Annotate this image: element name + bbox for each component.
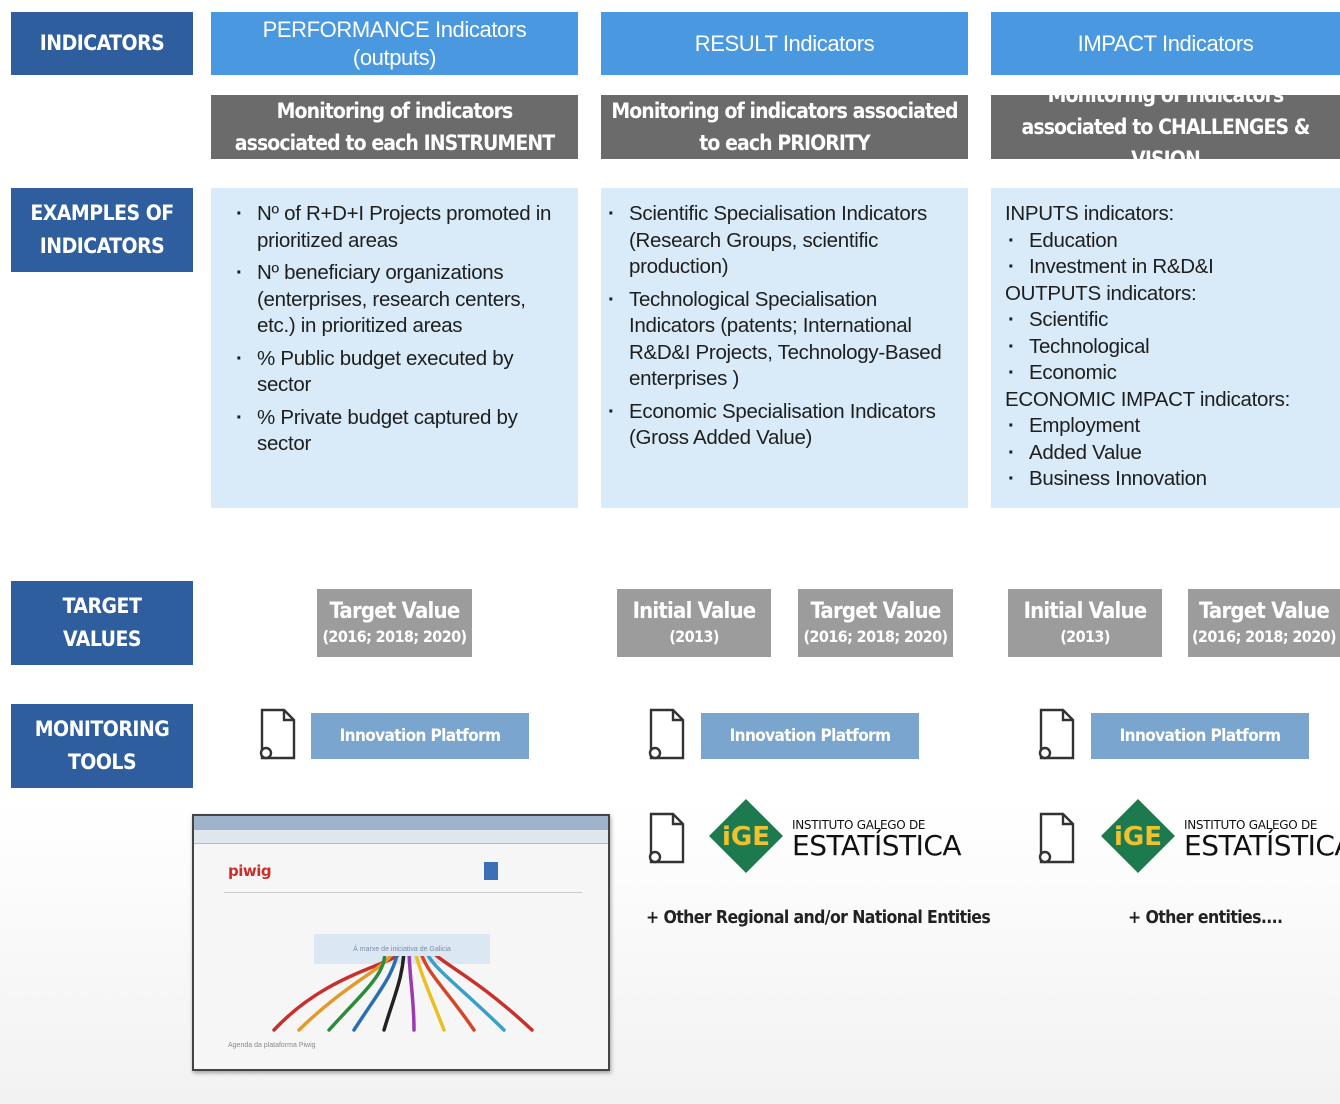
document-icon <box>1038 812 1075 864</box>
initial-value-impact: Initial Value (2013) <box>1008 589 1162 657</box>
row-header-monitoring-tools: MONITORING TOOLS <box>11 704 193 788</box>
other-regional-entities: + Other Regional and/or National Entitie… <box>646 908 991 928</box>
group-heading: ECONOMIC IMPACT indicators: <box>1005 387 1291 411</box>
examples-list: Employment Added Value Business Innovati… <box>1005 413 1334 493</box>
list-item: % Private budget captured by sector <box>233 405 560 458</box>
target-value-result: Target Value (2016; 2018; 2020) <box>798 589 953 657</box>
monitoring-bar-priority: Monitoring of indicators associated to e… <box>601 95 968 159</box>
target-value-performance: Target Value (2016; 2018; 2020) <box>317 589 472 657</box>
column-header-performance: PERFORMANCE Indicators (outputs) <box>211 12 578 75</box>
list-item: Nº of R+D+I Projects promoted in priorit… <box>233 201 560 254</box>
list-item: Economic Specialisation Indicators (Gros… <box>605 399 958 452</box>
document-icon <box>1038 708 1075 760</box>
svg-text:iGE: iGE <box>722 822 770 852</box>
list-item: Economic <box>1005 360 1334 387</box>
site-badge-icon <box>484 862 498 880</box>
list-item: Nº beneficiary organizations (enterprise… <box>233 260 560 340</box>
list-item: Added Value <box>1005 440 1334 467</box>
row-header-examples: EXAMPLES OF INDICATORS <box>11 188 193 272</box>
monitoring-bar-challenges: Monitoring of indicators associated to C… <box>991 83 1340 171</box>
site-footer-text: Agenda da plataforma Piwig <box>228 1042 316 1049</box>
list-item: Technological <box>1005 334 1334 361</box>
list-item: Technological Specialisation Indicators … <box>605 287 958 393</box>
innovation-platform-link[interactable]: Innovation Platform <box>311 713 529 759</box>
ige-logo: iGE INSTITUTO GALEGO DE ESTATÍSTICA <box>708 798 962 874</box>
list-item: Business Innovation <box>1005 466 1334 493</box>
document-icon <box>259 708 296 760</box>
document-icon <box>648 708 685 760</box>
target-value-impact: Target Value (2016; 2018; 2020) <box>1188 589 1340 657</box>
browser-addressbar <box>194 830 608 844</box>
row-header-target-values: TARGET VALUES <box>11 581 193 665</box>
innovation-platform-link[interactable]: Innovation Platform <box>1091 713 1309 759</box>
list-item: Scientific Specialisation Indicators (Re… <box>605 201 958 281</box>
list-item: Employment <box>1005 413 1334 440</box>
examples-list: Education Investment in R&D&I <box>1005 228 1334 281</box>
other-entities: + Other entities.... <box>1128 908 1283 928</box>
group-heading: INPUTS indicators: <box>1005 202 1174 225</box>
document-icon <box>648 812 685 864</box>
examples-impact: INPUTS indicators: Education Investment … <box>991 188 1340 508</box>
svg-text:iGE: iGE <box>1114 822 1162 852</box>
monitoring-bar-instrument: Monitoring of indicators associated to e… <box>211 95 578 159</box>
ige-diamond-icon: iGE <box>709 799 783 873</box>
group-heading: OUTPUTS indicators: <box>1005 281 1197 305</box>
innovation-platform-link[interactable]: Innovation Platform <box>701 713 919 759</box>
platform-screenshot: piwig Á marxe de iniciativa de Galicia A… <box>192 814 610 1071</box>
list-item: % Public budget executed by sector <box>233 346 560 399</box>
column-header-result: RESULT Indicators <box>601 12 968 75</box>
browser-tabbar <box>194 816 608 830</box>
site-logo: piwig <box>228 862 272 880</box>
ige-logo: iGE INSTITUTO GALEGO DE ESTATÍSTICA <box>1100 798 1340 874</box>
row-header-indicators: INDICATORS <box>11 12 193 75</box>
examples-list: Scientific Technological Economic <box>1005 307 1334 387</box>
examples-result: Scientific Specialisation Indicators (Re… <box>601 188 968 508</box>
list-item: Education <box>1005 228 1334 255</box>
initial-value-result: Initial Value (2013) <box>617 589 771 657</box>
colored-threads-graphic <box>272 956 534 1032</box>
examples-list: Scientific Specialisation Indicators (Re… <box>605 201 958 452</box>
column-header-impact: IMPACT Indicators <box>991 12 1340 75</box>
ige-diamond-icon: iGE <box>1101 799 1175 873</box>
list-item: Scientific <box>1005 307 1334 334</box>
examples-list: Nº of R+D+I Projects promoted in priorit… <box>233 201 560 458</box>
examples-performance: Nº of R+D+I Projects promoted in priorit… <box>211 188 578 508</box>
list-item: Investment in R&D&I <box>1005 254 1334 281</box>
site-header-line <box>224 892 582 893</box>
